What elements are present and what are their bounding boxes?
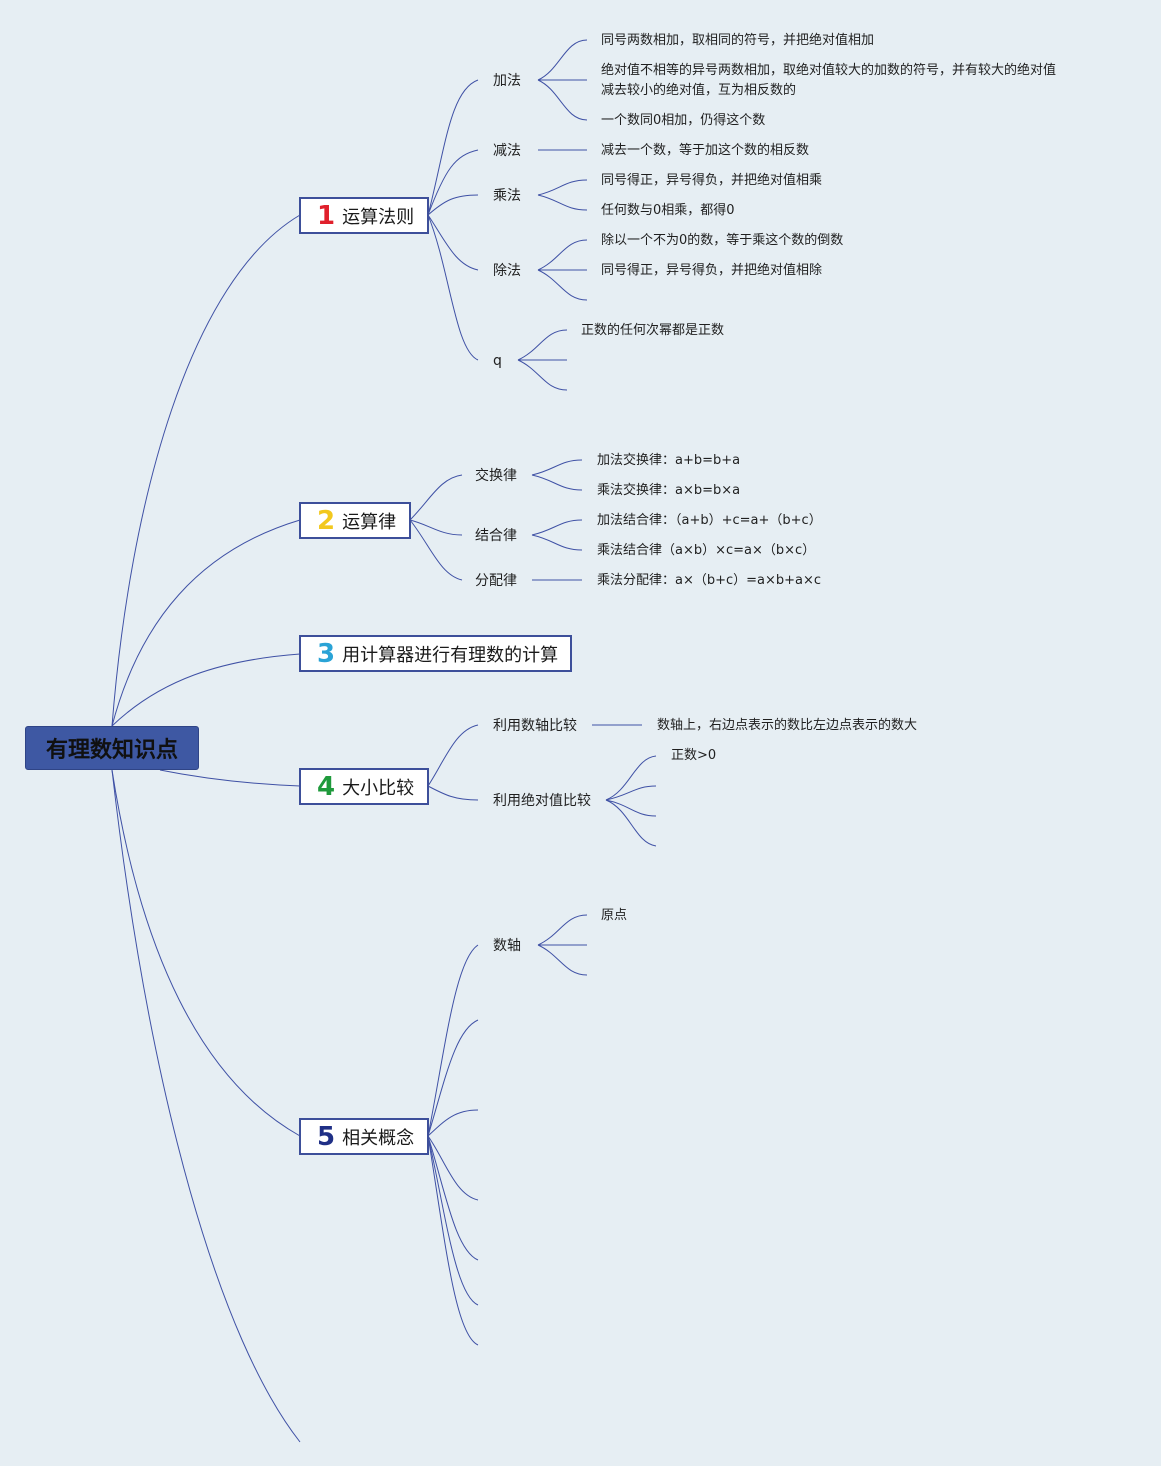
- sub-node-compare-by-abs[interactable]: 利用绝对值比较: [493, 793, 591, 809]
- connector-b1-mul: [427, 194, 479, 216]
- branch-number-2: 2: [317, 505, 336, 536]
- connector-root-b5: [111, 769, 301, 1137]
- leaf-div-1[interactable]: 除以一个不为0的数，等于乘这个数的倒数: [601, 233, 844, 248]
- branch-number-3: 3: [317, 638, 336, 669]
- leaf-add-2[interactable]: 绝对值不相等的异号两数相加，取绝对值较大的加数的符号，并有较大的绝对值: [601, 63, 1057, 78]
- branch-label-2: 运算律: [342, 511, 397, 533]
- sub-node-q[interactable]: q: [493, 353, 502, 369]
- connector-abs-2: [605, 785, 657, 801]
- sub-node-number-axis[interactable]: 数轴: [493, 938, 521, 954]
- leaf-comm-2[interactable]: 乘法交换律：a×b=b×a: [597, 483, 741, 498]
- connector-add-1: [537, 39, 588, 81]
- root-node[interactable]: 有理数知识点: [25, 726, 199, 770]
- connector-assoc-1: [531, 519, 583, 536]
- connector-q-1: [517, 329, 568, 361]
- connector-root-b2: [111, 519, 301, 727]
- leaf-add-3[interactable]: 一个数同0相加，仍得这个数: [601, 113, 766, 128]
- connector-mul-1: [537, 179, 588, 196]
- branch-label-5: 相关概念: [342, 1127, 415, 1149]
- sub-node-multiplication[interactable]: 乘法: [493, 188, 521, 204]
- connector-comm-2: [531, 474, 583, 491]
- connector-abs-1: [605, 755, 657, 801]
- connector-b5-axis: [427, 944, 479, 1137]
- branch-label-3: 用计算器进行有理数的计算: [342, 644, 559, 666]
- connector-q-3: [517, 359, 568, 391]
- branch-node-1[interactable]: 1 运算法则: [299, 197, 429, 234]
- branch-number-4: 4: [317, 771, 336, 802]
- connector-numaxis-1: [537, 914, 588, 946]
- leaf-dist-1[interactable]: 乘法分配律：a×（b+c）=a×b+a×c: [597, 573, 822, 588]
- connector-numaxis-3: [537, 944, 588, 976]
- connector-root-b6: [111, 769, 301, 1443]
- root-label: 有理数知识点: [45, 738, 178, 763]
- leaf-axis-compare-1[interactable]: 数轴上，右边点表示的数比左边点表示的数大: [657, 718, 918, 733]
- leaf-add-2-cont[interactable]: 减去较小的绝对值，互为相反数的: [601, 83, 797, 98]
- connector-b4-axis: [427, 724, 479, 787]
- branch-node-4[interactable]: 4 大小比较: [299, 768, 429, 805]
- connector-assoc-2: [531, 534, 583, 551]
- connector-div-1: [537, 239, 588, 271]
- connector-b5-4: [427, 1135, 479, 1201]
- branch-number-5: 5: [317, 1121, 336, 1152]
- connector-b5-3: [427, 1109, 479, 1137]
- connector-b1-add: [427, 79, 479, 216]
- connector-b5-6: [427, 1135, 479, 1306]
- connector-div-3: [537, 269, 588, 301]
- leaf-comm-1[interactable]: 加法交换律：a+b=b+a: [597, 453, 741, 468]
- connector-root-b4: [159, 769, 301, 787]
- connector-b2-dist: [409, 519, 463, 581]
- leaf-sub-1[interactable]: 减去一个数，等于加这个数的相反数: [601, 143, 810, 158]
- leaf-assoc-2[interactable]: 乘法结合律（a×b）×c=a×（b×c）: [597, 543, 816, 558]
- branch-label-1: 运算法则: [342, 206, 415, 228]
- connector-comm-1: [531, 459, 583, 476]
- connector-mul-2: [537, 194, 588, 211]
- connector-b1-div: [427, 214, 479, 271]
- sub-node-addition[interactable]: 加法: [493, 73, 521, 89]
- leaf-add-1[interactable]: 同号两数相加，取相同的符号，并把绝对值相加: [601, 33, 875, 48]
- connector-root-b3: [111, 653, 301, 727]
- connector-b5-7: [427, 1135, 479, 1346]
- leaf-origin[interactable]: 原点: [601, 908, 628, 923]
- connector-b1-sub: [427, 149, 479, 216]
- connector-b2-assoc: [409, 519, 463, 536]
- leaf-assoc-1[interactable]: 加法结合律：（a+b）+c=a+（b+c）: [597, 513, 822, 528]
- leaf-abs-compare-1[interactable]: 正数>0: [671, 748, 717, 763]
- connector-b2-comm: [409, 474, 463, 521]
- branch-node-3[interactable]: 3 用计算器进行有理数的计算: [299, 635, 572, 672]
- connector-add-3: [537, 79, 588, 121]
- branch-node-2[interactable]: 2 运算律: [299, 502, 411, 539]
- connector-b5-2: [427, 1019, 479, 1137]
- connector-abs-4: [605, 799, 657, 847]
- connector-b1-q: [427, 214, 479, 361]
- connector-abs-3: [605, 799, 657, 817]
- sub-node-division[interactable]: 除法: [493, 263, 521, 279]
- connector-b5-5: [427, 1135, 479, 1261]
- connector-root-b1: [111, 214, 301, 727]
- branch-node-5[interactable]: 5 相关概念: [299, 1118, 429, 1155]
- sub-node-subtraction[interactable]: 减法: [493, 143, 521, 159]
- branch-label-4: 大小比较: [342, 777, 415, 799]
- branch-number-1: 1: [317, 200, 336, 231]
- connector-b4-abs: [427, 785, 479, 801]
- leaf-div-2[interactable]: 同号得正，异号得负，并把绝对值相除: [601, 263, 823, 278]
- sub-node-associative[interactable]: 结合律: [475, 528, 517, 544]
- sub-node-commutative[interactable]: 交换律: [475, 468, 517, 484]
- leaf-q-1[interactable]: 正数的任何次幂都是正数: [581, 323, 725, 338]
- sub-node-distributive[interactable]: 分配律: [475, 573, 517, 589]
- leaf-mul-1[interactable]: 同号得正，异号得负，并把绝对值相乘: [601, 173, 823, 188]
- sub-node-compare-by-axis[interactable]: 利用数轴比较: [493, 718, 577, 734]
- leaf-mul-2[interactable]: 任何数与0相乘，都得0: [601, 203, 735, 218]
